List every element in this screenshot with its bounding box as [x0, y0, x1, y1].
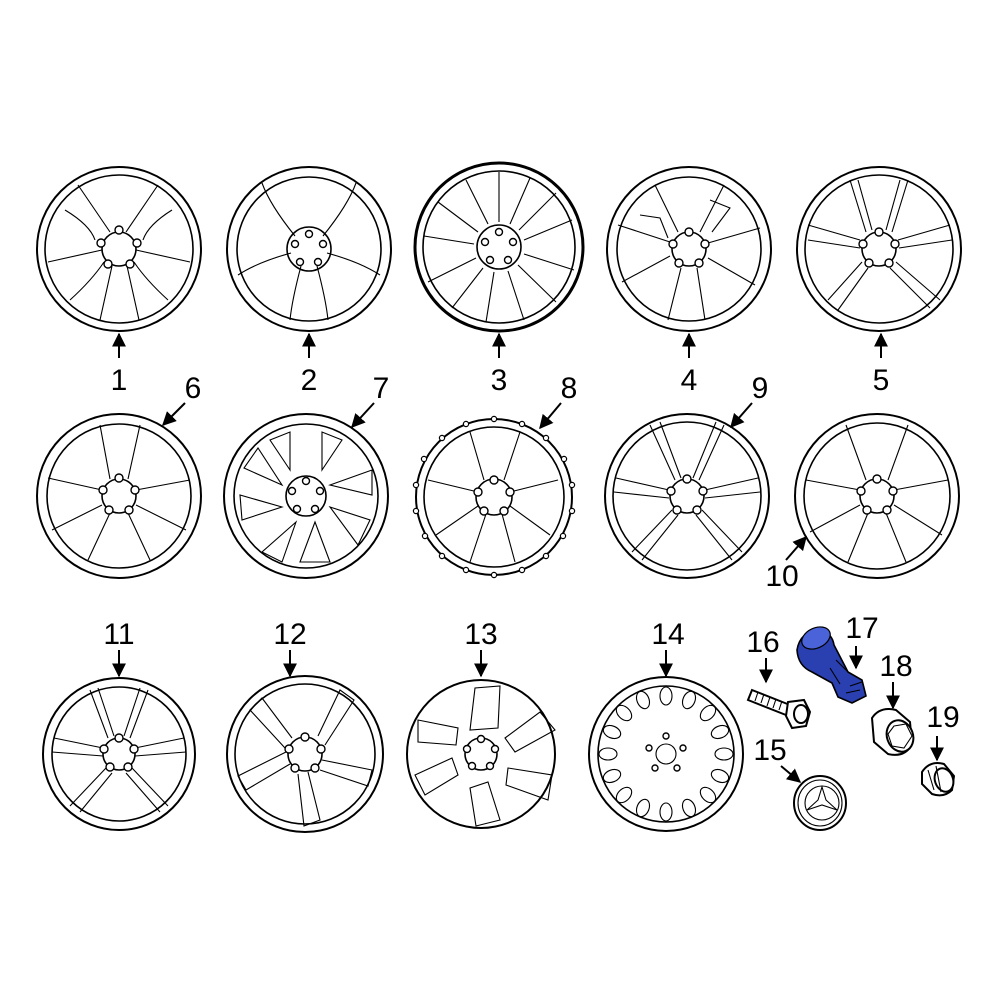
wheel-10[interactable] — [794, 413, 960, 579]
callout-11: 11 — [103, 618, 134, 651]
callout-14: 14 — [651, 618, 684, 651]
callout-8: 8 — [561, 372, 578, 405]
wheel-4[interactable] — [606, 166, 772, 332]
wheel-2[interactable] — [226, 166, 392, 332]
wheel-9[interactable] — [604, 413, 770, 579]
wheel-6[interactable] — [36, 413, 202, 579]
callout-19: 19 — [926, 701, 959, 734]
wheel-3[interactable] — [413, 161, 585, 333]
callout-9: 9 — [752, 372, 769, 405]
wheel-12[interactable] — [226, 675, 384, 833]
wheel-7[interactable] — [223, 413, 389, 579]
callout-18: 18 — [879, 650, 912, 683]
callout-3: 3 — [491, 364, 508, 397]
valve-stem[interactable] — [796, 623, 867, 704]
callout-7: 7 — [373, 372, 390, 405]
callout-16: 16 — [746, 626, 779, 659]
callout-13: 13 — [464, 618, 497, 651]
callout-15: 15 — [753, 734, 786, 767]
center-cap[interactable] — [793, 775, 847, 831]
callout-2: 2 — [301, 364, 318, 397]
wheel-1[interactable] — [36, 166, 202, 332]
callout-4: 4 — [681, 364, 698, 397]
callout-6: 6 — [185, 372, 202, 405]
wheel-11[interactable] — [42, 677, 196, 831]
wheel-lock[interactable] — [870, 708, 918, 756]
wheel-8[interactable] — [412, 415, 576, 579]
wheel-5[interactable] — [796, 166, 962, 332]
callout-17: 17 — [845, 612, 878, 645]
callout-5: 5 — [873, 364, 890, 397]
wheel-bolt[interactable] — [746, 688, 812, 730]
callout-10: 10 — [765, 560, 798, 593]
wheel-13[interactable] — [406, 679, 556, 829]
callout-1: 1 — [111, 364, 128, 397]
callout-12: 12 — [273, 618, 306, 651]
wheel-14[interactable] — [588, 676, 744, 832]
valve-cap[interactable] — [921, 762, 957, 797]
